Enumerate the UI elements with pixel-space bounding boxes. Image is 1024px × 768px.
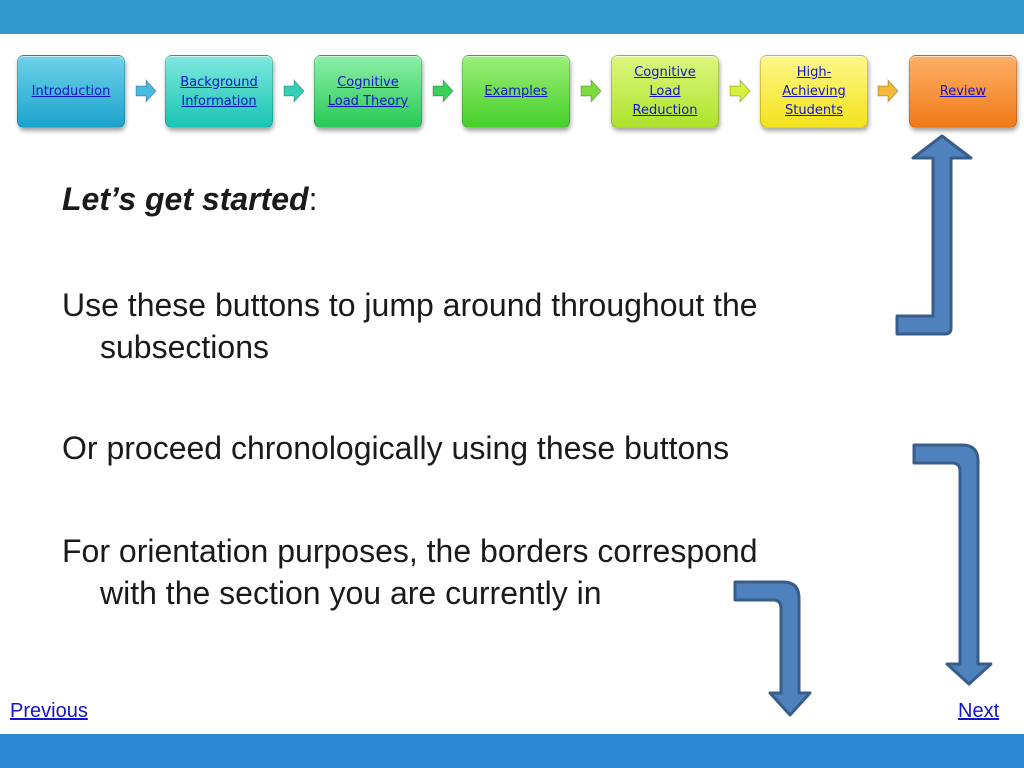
right-arrow-icon: [877, 79, 899, 103]
nav-link-cognitive-load-theory[interactable]: Cognitive Load Theory: [327, 74, 409, 109]
bottom-banner: [0, 734, 1024, 768]
nav-button-cognitive-load-theory[interactable]: Cognitive Load Theory: [314, 55, 422, 128]
nav-link-cognitive-load-reduction[interactable]: Cognitive Load Reduction: [632, 65, 698, 118]
top-banner: [0, 0, 1024, 34]
instruction-orientation-line-2: with the section you are currently in: [100, 575, 602, 611]
nav-button-introduction[interactable]: Introduction: [17, 55, 125, 128]
right-arrow-icon: [432, 79, 454, 103]
nav-link-introduction[interactable]: Introduction: [31, 84, 111, 99]
up-pointer-arrow-icon: [895, 134, 973, 336]
heading-colon: :: [308, 181, 318, 217]
right-arrow-icon: [283, 79, 305, 103]
heading-emphasis: Let’s get started: [62, 181, 309, 217]
nav-link-high-achieving-students[interactable]: High- Achieving Students: [782, 65, 846, 118]
instruction-orientation-line-1: For orientation purposes, the borders co…: [62, 533, 758, 569]
nav-button-cognitive-load-reduction[interactable]: Cognitive Load Reduction: [611, 55, 719, 128]
nav-button-examples[interactable]: Examples: [462, 55, 570, 128]
instruction-chronological: Or proceed chronologically using these b…: [62, 430, 730, 466]
nav-button-high-achieving-students[interactable]: High- Achieving Students: [760, 55, 868, 128]
nav-button-background-information[interactable]: Background Information: [165, 55, 273, 128]
slide-heading: Let’s get started:: [62, 178, 317, 221]
nav-link-examples[interactable]: Examples: [484, 84, 548, 99]
down-pointer-arrow-to-next-icon: [912, 443, 993, 686]
down-pointer-arrow-to-previous-icon: [733, 580, 812, 717]
right-arrow-icon: [729, 79, 751, 103]
nav-link-background-information[interactable]: Background Information: [180, 74, 258, 109]
nav-button-review[interactable]: Review: [909, 55, 1017, 128]
next-link[interactable]: Next: [958, 700, 1000, 722]
instruction-jump-line-2: subsections: [100, 329, 269, 365]
instruction-jump-line-1: Use these buttons to jump around through…: [62, 287, 758, 323]
right-arrow-icon: [135, 79, 157, 103]
right-arrow-icon: [580, 79, 602, 103]
nav-link-review[interactable]: Review: [939, 84, 987, 99]
previous-link[interactable]: Previous: [10, 700, 88, 722]
